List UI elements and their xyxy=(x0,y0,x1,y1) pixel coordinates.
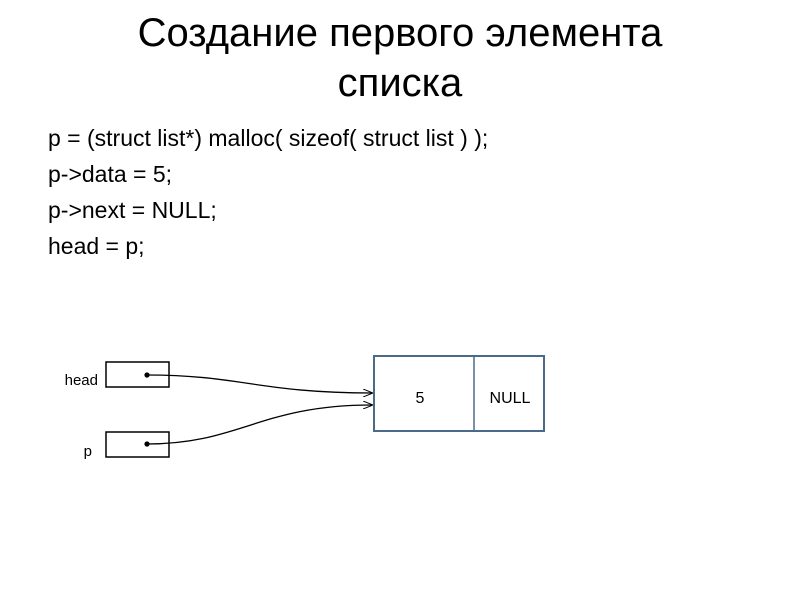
code-line-head: head = p; xyxy=(48,233,145,259)
slide-title-line-1: Создание первого элемента xyxy=(137,11,663,55)
head-pointer-label: head xyxy=(65,372,98,389)
p-pointer-box xyxy=(105,431,170,458)
head-to-node-arrow xyxy=(146,374,372,393)
p-pointer-label: p xyxy=(84,443,92,460)
p-to-node-arrow xyxy=(146,405,372,445)
list-node-box xyxy=(373,355,545,432)
code-line-malloc: p = (struct list*) malloc( sizeof( struc… xyxy=(48,125,489,151)
code-block: p = (struct list*) malloc( sizeof( struc… xyxy=(48,120,488,264)
code-line-data: p->data = 5; xyxy=(48,161,173,187)
code-line-next: p->next = NULL; xyxy=(48,197,217,223)
slide-title: Создание первого элемента списка xyxy=(0,8,800,108)
node-next-value: NULL xyxy=(490,390,531,407)
slide-title-line-2: списка xyxy=(337,61,463,105)
node-data-value: 5 xyxy=(416,390,425,407)
